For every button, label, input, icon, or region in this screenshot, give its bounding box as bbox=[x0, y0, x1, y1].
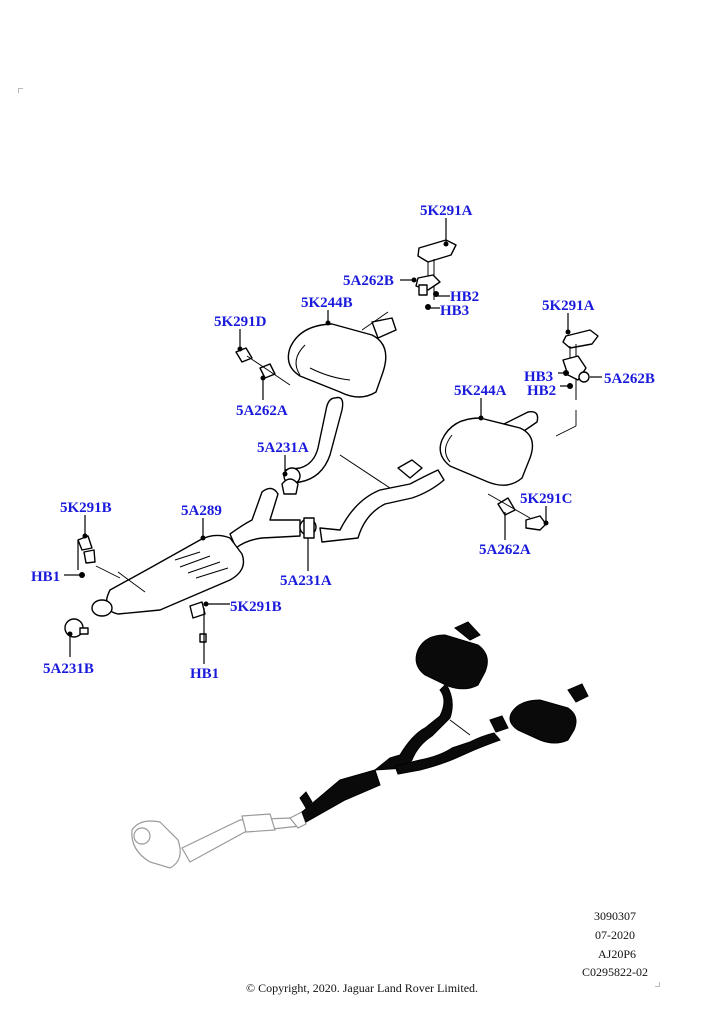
callout-5A262B-top[interactable]: 5A262B bbox=[343, 273, 394, 289]
callout-5K244A[interactable]: 5K244A bbox=[454, 383, 507, 399]
rear-muffler-left[interactable] bbox=[287, 311, 397, 398]
centre-muffler-bracket-right[interactable] bbox=[189, 601, 207, 643]
model-code: AJ20P6 bbox=[597, 947, 636, 961]
system-locator-overview bbox=[131, 621, 589, 869]
pipe-clamp-b[interactable] bbox=[303, 517, 315, 539]
callout-HB1-right[interactable]: HB1 bbox=[190, 666, 219, 682]
illustration-date: 07-2020 bbox=[595, 928, 635, 942]
callout-5A289[interactable]: 5A289 bbox=[181, 503, 222, 519]
callout-HB3-right[interactable]: HB3 bbox=[524, 369, 553, 385]
callout-5A262A-right[interactable]: 5A262A bbox=[479, 542, 531, 558]
copyright-notice: © Copyright, 2020. Jaguar Land Rover Lim… bbox=[245, 981, 479, 995]
callout-5K291A-right[interactable]: 5K291A bbox=[542, 298, 595, 314]
callout-HB1-left[interactable]: HB1 bbox=[31, 569, 60, 585]
callout-5A231A-lower[interactable]: 5A231A bbox=[280, 573, 332, 589]
callout-5K244B[interactable]: 5K244B bbox=[301, 295, 353, 311]
leader-lines bbox=[64, 218, 602, 664]
callout-labels: 5K291A 5A262B HB2 HB3 5K244B 5K291D 5A26… bbox=[31, 203, 655, 682]
callout-5A262B-right[interactable]: 5A262B bbox=[604, 371, 655, 387]
front-pipe-catalyst-ghost bbox=[131, 811, 307, 869]
callout-HB2-top[interactable]: HB2 bbox=[450, 289, 479, 305]
rear-muffler-right-hanger[interactable] bbox=[487, 493, 547, 531]
callout-5A231A-upper[interactable]: 5A231A bbox=[257, 440, 309, 456]
crop-mark-bottom-right bbox=[655, 982, 660, 987]
callout-5K291C[interactable]: 5K291C bbox=[520, 491, 573, 507]
callout-5K291B-left[interactable]: 5K291B bbox=[60, 500, 112, 516]
callout-5A262A-left[interactable]: 5A262A bbox=[236, 403, 288, 419]
callout-HB2-right[interactable]: HB2 bbox=[527, 383, 556, 399]
centre-muffler-bracket-left[interactable] bbox=[77, 535, 96, 578]
illustration-number: 3090307 bbox=[594, 909, 636, 923]
callout-5K291B-right[interactable]: 5K291B bbox=[230, 599, 282, 615]
rear-hanger-bracket-right-assembly[interactable] bbox=[562, 329, 599, 400]
crop-mark-top-left bbox=[18, 88, 23, 93]
catalogue-reference: C0295822-02 bbox=[582, 965, 648, 979]
callout-5K291D[interactable]: 5K291D bbox=[214, 314, 267, 330]
intermediate-pipe-assembly[interactable] bbox=[229, 396, 445, 549]
rear-muffler-right[interactable] bbox=[439, 410, 577, 486]
centre-muffler[interactable] bbox=[91, 534, 245, 617]
callout-5A231B[interactable]: 5A231B bbox=[43, 661, 94, 677]
pipe-clamp-a[interactable] bbox=[281, 478, 299, 495]
callout-5K291A-top[interactable]: 5K291A bbox=[420, 203, 473, 219]
callout-HB3-top[interactable]: HB3 bbox=[440, 303, 469, 319]
